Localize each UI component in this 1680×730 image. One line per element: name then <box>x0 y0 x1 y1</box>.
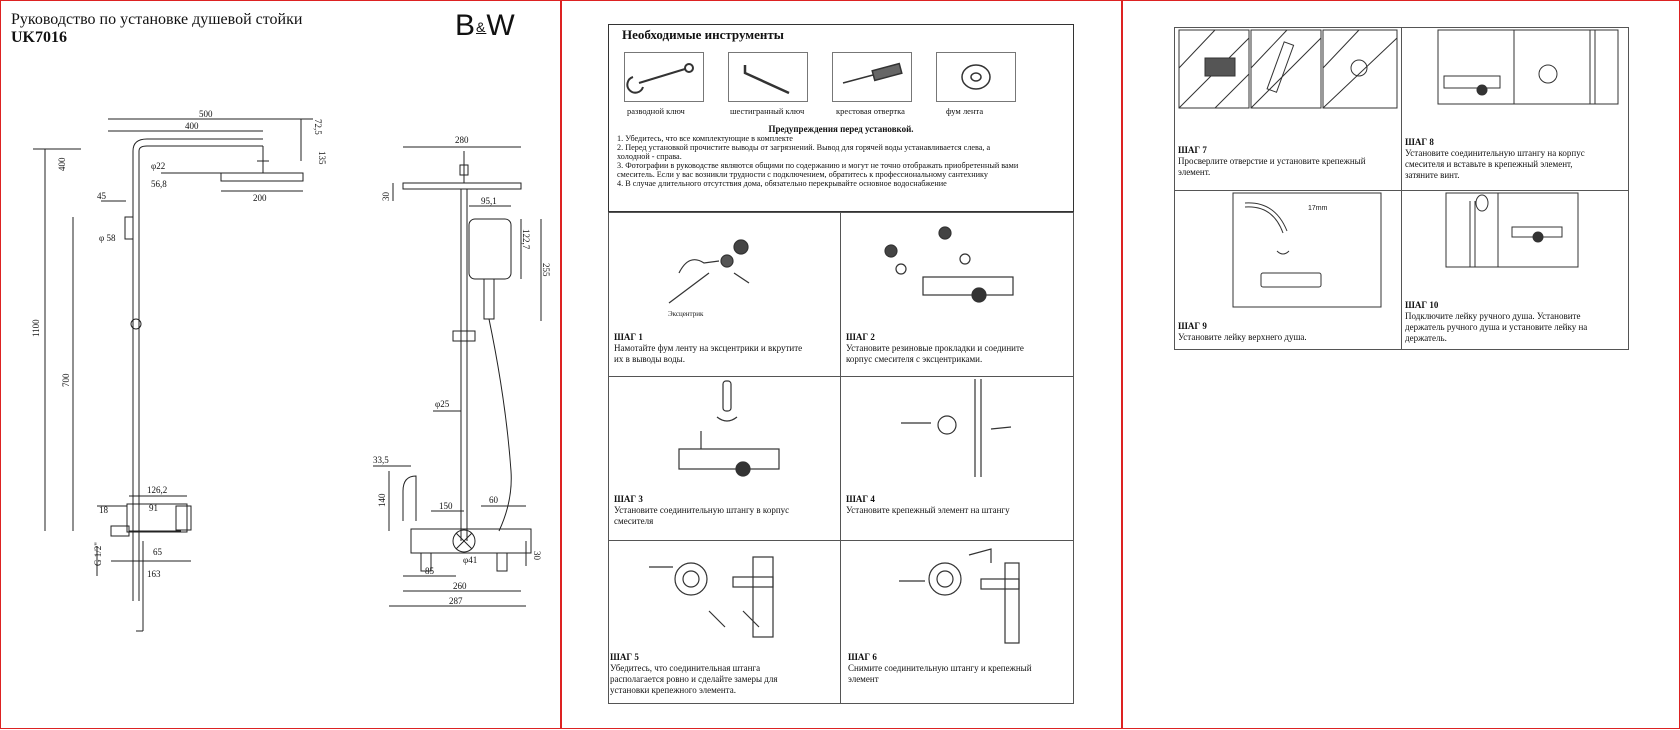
tool-label-wrench: разводной ключ <box>627 106 685 116</box>
step-4-illustration <box>901 379 1012 477</box>
step-9-cell <box>1174 190 1402 350</box>
step-4-text: Установите крепежный элемент на штангу <box>846 505 1010 515</box>
step-3-cell <box>608 376 841 541</box>
step-7-text: Просверлите отверстие и установите крепе… <box>1178 156 1366 177</box>
step-10-text: Подключите лейку ручного душа. Установит… <box>1405 311 1588 343</box>
step-1-text: Намотайте фум ленту на эксцентрики и вкр… <box>614 343 803 364</box>
step-8-title: ШАГ 8 <box>1405 137 1434 147</box>
step-1-caption: Эксцентрик <box>668 310 704 318</box>
screwdriver-icon <box>832 52 912 102</box>
warning-line: 4. В случае длительного отсутствия дома,… <box>617 179 947 188</box>
tools-title: Необходимые инструменты <box>622 27 784 42</box>
dim-56-8: 56,8 <box>151 179 167 189</box>
step-9-illustration <box>1232 192 1382 308</box>
dim-500: 500 <box>199 109 213 119</box>
dim-150: 150 <box>439 501 453 511</box>
dim-30-top: 30 <box>381 192 391 202</box>
dim-85: 85 <box>425 566 435 576</box>
dim-45: 45 <box>97 191 107 201</box>
dim-33-5: 33,5 <box>373 455 389 465</box>
dim-18: 18 <box>99 505 109 515</box>
page-technical-drawing: Руководство по установке душевой стойки … <box>0 0 561 729</box>
tape-icon <box>936 52 1016 102</box>
dim-126-2: 126,2 <box>147 485 167 495</box>
warning-line: смеситель. Если у вас возникли трудности… <box>617 170 988 179</box>
dim-95-1: 95,1 <box>481 196 497 206</box>
step-2-title: ШАГ 2 <box>846 332 875 342</box>
wrench-size-label: 17mm <box>1308 205 1328 212</box>
step-6-title: ШАГ 6 <box>848 652 877 662</box>
step-7-illustration <box>1178 29 1398 109</box>
step-3-text: Установите соединительную штангу в корпу… <box>614 505 790 526</box>
step-2-illustration <box>884 226 1014 303</box>
step-4-title: ШАГ 4 <box>846 494 875 504</box>
step-9-text: Установите лейку верхнего душа. <box>1178 332 1307 342</box>
tools-frame <box>608 24 1074 212</box>
step-2-cell <box>840 212 1074 377</box>
dim-d22: φ22 <box>151 161 165 171</box>
step-5-cell <box>608 540 841 704</box>
dim-g-half: G 1/2" <box>93 542 103 566</box>
dim-135: 135 <box>317 151 327 165</box>
dim-30-bottom: 30 <box>532 551 542 561</box>
dim-d41: φ41 <box>463 555 477 565</box>
step-3-title: ШАГ 3 <box>614 494 643 504</box>
step-3-illustration <box>678 380 780 477</box>
step-8-illustration <box>1437 29 1619 105</box>
tool-label-screwdriver: крестовая отвертка <box>836 106 905 116</box>
dim-d25: φ25 <box>435 399 450 409</box>
dim-60: 60 <box>489 495 499 505</box>
wrench-icon <box>624 52 704 102</box>
document-title: Руководство по установке душевой стойки <box>11 11 303 28</box>
step-6-text: Снимите соединительную штангу и крепежны… <box>848 663 1032 684</box>
tool-label-hex-key: шестигранный ключ <box>730 106 805 116</box>
step-1-illustration <box>668 239 750 304</box>
warnings-title: Предупреждения перед установкой. <box>768 124 914 134</box>
dim-122-7: 122,7 <box>521 229 531 250</box>
dim-72-5: 72,5 <box>313 119 323 135</box>
dim-260: 260 <box>453 581 467 591</box>
hex-key-icon <box>728 52 808 102</box>
step-10-illustration <box>1445 192 1579 268</box>
step-7-cell <box>1174 27 1402 191</box>
warning-line: 1. Убедитесь, что все комплектующие в ко… <box>617 134 793 143</box>
step-5-title: ШАГ 5 <box>610 652 639 662</box>
dim-d58: φ 58 <box>99 233 116 243</box>
warning-line: 2. Перед установкой прочистите выводы от… <box>617 143 991 152</box>
tool-label-tape: фум лента <box>946 106 984 116</box>
step-8-text: Установите соединительную штангу на корп… <box>1405 148 1585 180</box>
dim-287: 287 <box>449 596 463 606</box>
step-4-cell <box>840 376 1074 541</box>
step-8-cell <box>1401 27 1629 191</box>
warning-line: 3. Фотографии в руководстве являются общ… <box>617 161 1019 170</box>
dim-280: 280 <box>455 135 469 145</box>
side-view-drawing: 500 400 72,5 135 φ22 56,8 200 45 400 φ 5… <box>31 109 327 632</box>
dim-163: 163 <box>147 569 161 579</box>
step-7-title: ШАГ 7 <box>1178 145 1207 155</box>
dim-140: 140 <box>377 493 387 507</box>
dim-700: 700 <box>61 373 71 387</box>
warning-line: холодной - справа. <box>617 152 682 161</box>
step-1-cell <box>608 212 841 377</box>
step-6-cell <box>840 540 1074 704</box>
brand-logo: B&W <box>455 9 516 42</box>
model-number: UK7016 <box>11 29 67 46</box>
step-10-title: ШАГ 10 <box>1405 300 1439 310</box>
dim-200: 200 <box>253 193 267 203</box>
front-view-drawing: 280 30 95,1 122,7 255 φ25 33,5 140 150 6… <box>373 135 551 607</box>
dim-65: 65 <box>153 547 163 557</box>
dim-400: 400 <box>185 121 199 131</box>
step-10-cell <box>1401 190 1629 350</box>
step-1-title: ШАГ 1 <box>614 332 643 342</box>
step-2-text: Установите резиновые прокладки и соедини… <box>846 343 1024 364</box>
step-5-illustration <box>649 556 774 638</box>
step-9-title: ШАГ 9 <box>1178 321 1207 331</box>
step-6-illustration <box>899 548 1020 644</box>
dim-1100: 1100 <box>31 319 41 337</box>
dim-91: 91 <box>149 503 158 513</box>
dim-255: 255 <box>541 263 551 277</box>
dim-400-vertical: 400 <box>57 157 67 171</box>
